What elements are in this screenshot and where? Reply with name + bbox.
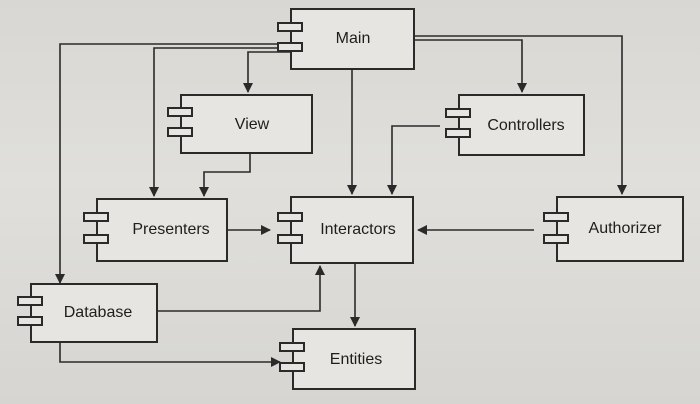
component-presenters-port-bottom [83, 234, 109, 244]
edge-view-presenters [199, 154, 251, 197]
component-main[interactable] [290, 8, 415, 70]
component-database-label: Database [63, 304, 133, 321]
component-controllers[interactable] [458, 94, 585, 156]
component-presenters-port-top [83, 212, 109, 222]
component-database-port-bottom [17, 316, 43, 326]
component-view-port-bottom [167, 127, 193, 137]
component-main-label: Main [335, 30, 371, 47]
component-controllers-port-bottom [445, 128, 471, 138]
edge-main-presenters [149, 47, 290, 197]
component-entities[interactable] [292, 328, 416, 390]
component-interactors-port-top [277, 212, 303, 222]
edge-main-authorizer [415, 35, 627, 195]
component-view-label: View [234, 116, 270, 133]
component-interactors-port-bottom [277, 234, 303, 244]
component-main-port-top [277, 22, 303, 32]
component-view-port-top [167, 107, 193, 117]
component-authorizer[interactable] [556, 196, 684, 262]
edge-main-controllers [415, 39, 527, 93]
edge-main-view [243, 51, 290, 93]
edge-controllers-interactors [387, 125, 440, 195]
component-database[interactable] [30, 283, 158, 343]
component-authorizer-port-top [543, 212, 569, 222]
component-presenters-label: Presenters [132, 221, 210, 238]
edge-main-database [55, 43, 290, 284]
component-entities-port-bottom [279, 362, 305, 372]
component-entities-label: Entities [329, 351, 383, 368]
component-interactors[interactable] [290, 196, 414, 264]
component-interactors-label: Interactors [320, 221, 396, 238]
component-presenters[interactable] [96, 198, 228, 262]
component-main-port-bottom [277, 42, 303, 52]
component-authorizer-label: Authorizer [588, 220, 662, 237]
component-view[interactable] [180, 94, 313, 154]
edge-database-interactors [158, 265, 325, 312]
component-controllers-port-top [445, 108, 471, 118]
component-controllers-label: Controllers [487, 117, 565, 134]
edge-database-entities [59, 343, 281, 367]
component-authorizer-port-bottom [543, 234, 569, 244]
component-database-port-top [17, 296, 43, 306]
component-entities-port-top [279, 342, 305, 352]
